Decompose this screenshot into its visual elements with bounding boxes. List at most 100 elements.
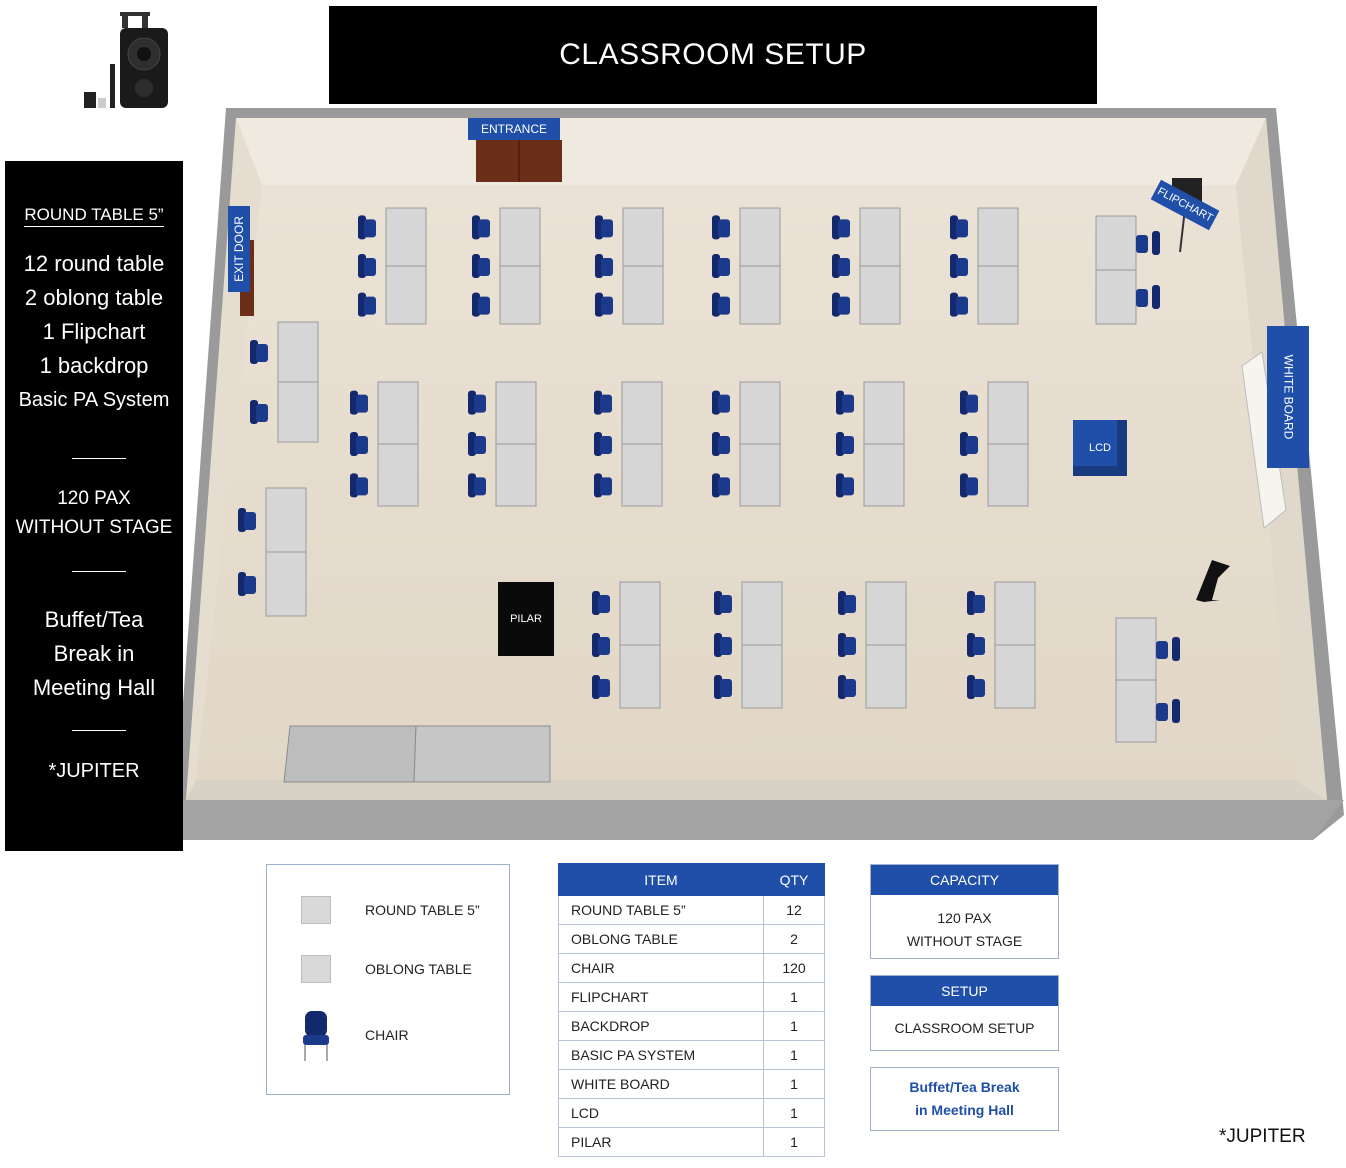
furniture-layer <box>238 207 1180 743</box>
item-cell: CHAIR <box>558 953 764 983</box>
chair-seat <box>474 477 486 496</box>
table-top <box>865 644 907 709</box>
chair-seat <box>474 394 486 413</box>
table-swatch <box>301 896 331 924</box>
chair-seat <box>244 576 256 594</box>
legend-label: ROUND TABLE 5” <box>365 902 480 918</box>
info-panel: ROUND TABLE 5” 12 round table 2 oblong t… <box>5 161 183 851</box>
backdrop-right <box>413 725 551 783</box>
table-swatch <box>301 955 331 983</box>
chair-seat <box>601 219 613 238</box>
panel-divider <box>72 458 126 459</box>
table-top <box>621 443 663 507</box>
capacity-body: 120 PAX WITHOUT STAGE <box>871 895 1058 953</box>
chair-seat <box>966 436 978 454</box>
chair-seat <box>718 394 730 413</box>
table-top <box>619 644 661 709</box>
table-top <box>977 265 1019 325</box>
table-top <box>859 207 901 267</box>
panel-capacity: 120 PAX <box>57 488 131 509</box>
page-title: CLASSROOM SETUP <box>329 6 1097 104</box>
chair-seat <box>956 296 968 315</box>
chair-seat <box>356 394 368 413</box>
chair-seat <box>364 296 376 315</box>
table-top <box>495 443 537 507</box>
chair-seat <box>256 344 268 362</box>
chair-seat <box>356 436 368 454</box>
panel-line: 1 Flipchart <box>42 319 146 344</box>
chair-seat <box>600 477 612 496</box>
chair-seat <box>256 404 268 422</box>
room-floor-plan <box>176 108 1344 840</box>
qty-cell: 120 <box>763 953 825 983</box>
chair-icon <box>303 1011 329 1061</box>
table-top <box>277 321 319 383</box>
qty-cell: 1 <box>763 1011 825 1041</box>
back-wall <box>236 118 1266 185</box>
table-top <box>863 381 905 445</box>
chair-seat <box>718 436 730 454</box>
chair-seat <box>601 296 613 315</box>
qty-cell: 1 <box>763 982 825 1012</box>
setup-heading: SETUP <box>871 976 1058 1006</box>
chair-seat <box>1156 703 1168 721</box>
chair-seat <box>601 258 613 276</box>
qty-cell: 12 <box>763 895 825 925</box>
table-top <box>385 265 427 325</box>
panel-capacity: WITHOUT STAGE <box>15 517 173 538</box>
table-top <box>499 207 541 267</box>
entrance-label: ENTRANCE <box>468 118 560 140</box>
table-top <box>1095 269 1137 325</box>
mic-stand <box>1196 560 1230 602</box>
chair-seat <box>718 296 730 315</box>
chair-seat <box>244 512 256 530</box>
chair-seat <box>478 296 490 315</box>
chair-seat <box>478 219 490 238</box>
chair-seat <box>842 477 854 496</box>
table-top <box>739 265 781 325</box>
table-top <box>1115 679 1157 743</box>
chair-seat <box>364 219 376 238</box>
panel-line: 12 round table <box>23 251 165 276</box>
panel-venue: *JUPITER <box>48 760 140 782</box>
panel-divider <box>72 571 126 572</box>
table-top <box>377 443 419 507</box>
table-top <box>622 265 664 325</box>
table-top <box>495 381 537 445</box>
item-table-header: ITEM QTY <box>558 863 825 896</box>
chair-seat <box>720 595 732 613</box>
chair-back <box>1152 285 1160 309</box>
table-top <box>377 381 419 445</box>
pilar-box: PILAR <box>498 582 554 656</box>
table-top <box>619 581 661 646</box>
item-cell: FLIPCHART <box>558 982 764 1012</box>
chair-seat <box>600 394 612 413</box>
chair-seat <box>720 637 732 655</box>
speaker-icon <box>84 12 168 108</box>
table-top <box>265 487 307 553</box>
chair-back <box>1172 699 1180 723</box>
chair-back <box>1152 231 1160 255</box>
table-top <box>865 581 907 646</box>
table-top <box>277 381 319 443</box>
table-top <box>265 551 307 617</box>
panel-line: Basic PA System <box>18 389 170 411</box>
chair-seat <box>364 258 376 276</box>
legend: ROUND TABLE 5” OBLONG TABLE CHAIR <box>266 864 510 1095</box>
panel-heading: ROUND TABLE 5” <box>5 205 183 227</box>
qty-cell: 1 <box>763 1040 825 1070</box>
chair-seat <box>598 637 610 655</box>
chair-back <box>1172 637 1180 661</box>
chair-seat <box>478 258 490 276</box>
chair-seat <box>956 258 968 276</box>
qty-cell: 2 <box>763 924 825 954</box>
chair-seat <box>838 258 850 276</box>
front-wall <box>176 800 1344 840</box>
table-top <box>499 265 541 325</box>
chair-seat <box>1156 641 1168 659</box>
